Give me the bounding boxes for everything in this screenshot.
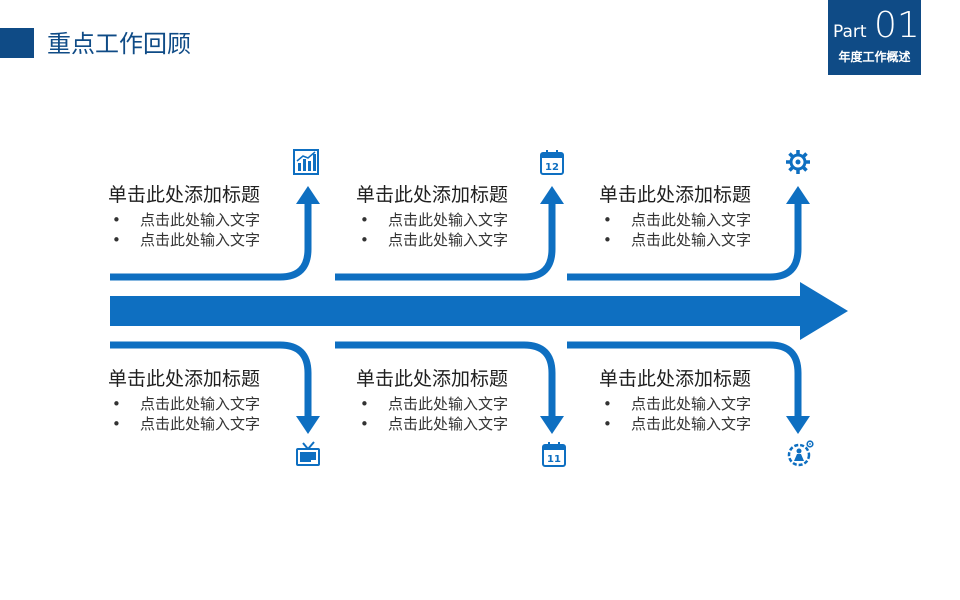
block-title[interactable]: 单击此处添加标题 — [599, 368, 752, 390]
block-title[interactable]: 单击此处添加标题 — [108, 368, 261, 390]
branch-arrow-bottom-2 — [335, 341, 556, 420]
header-accent-bar — [0, 28, 34, 58]
gear-person-icon — [787, 440, 814, 467]
bullet-list: 点击此处输入文字 点击此处输入文字 — [356, 394, 556, 434]
part-label: Part — [833, 22, 867, 42]
branch-arrow-bottom-3 — [567, 341, 802, 420]
bullet-item[interactable]: 点击此处输入文字 — [356, 414, 556, 434]
block-title[interactable]: 单击此处添加标题 — [356, 184, 509, 206]
bar-chart-icon — [293, 149, 319, 175]
bullet-item[interactable]: 点击此处输入文字 — [356, 210, 556, 230]
text-block-top-3: 单击此处添加标题 点击此处输入文字 点击此处输入文字 — [599, 182, 799, 250]
bullet-item[interactable]: 点击此处输入文字 — [356, 230, 556, 250]
calendar-day-label: 11 — [547, 454, 561, 465]
part-badge: Part 01 年度工作概述 — [828, 0, 921, 75]
bullet-item[interactable]: 点击此处输入文字 — [108, 210, 308, 230]
bullet-item[interactable]: 点击此处输入文字 — [599, 210, 799, 230]
bullet-item[interactable]: 点击此处输入文字 — [599, 414, 799, 434]
bullet-item[interactable]: 点击此处输入文字 — [108, 394, 308, 414]
text-block-top-2: 单击此处添加标题 点击此处输入文字 点击此处输入文字 — [356, 182, 556, 250]
calendar-icon: 11 — [542, 442, 566, 467]
bullet-list: 点击此处输入文字 点击此处输入文字 — [599, 210, 799, 250]
text-block-bottom-3: 单击此处添加标题 点击此处输入文字 点击此处输入文字 — [599, 366, 799, 434]
tv-icon — [296, 441, 320, 466]
bullet-item[interactable]: 点击此处输入文字 — [108, 414, 308, 434]
bullet-item[interactable]: 点击此处输入文字 — [356, 394, 556, 414]
text-block-bottom-2: 单击此处添加标题 点击此处输入文字 点击此处输入文字 — [356, 366, 556, 434]
bullet-list: 点击此处输入文字 点击此处输入文字 — [108, 210, 308, 250]
text-block-top-1: 单击此处添加标题 点击此处输入文字 点击此处输入文字 — [108, 182, 308, 250]
page-title: 重点工作回顾 — [47, 30, 191, 58]
block-title[interactable]: 单击此处添加标题 — [108, 184, 261, 206]
bullet-item[interactable]: 点击此处输入文字 — [599, 230, 799, 250]
arrowhead-top-3 — [786, 186, 810, 204]
block-title[interactable]: 单击此处添加标题 — [356, 368, 509, 390]
calendar-day-label: 12 — [545, 162, 559, 173]
bullet-list: 点击此处输入文字 点击此处输入文字 — [356, 210, 556, 250]
arrowhead-top-1 — [296, 186, 320, 204]
main-arrow — [110, 282, 848, 340]
block-title[interactable]: 单击此处添加标题 — [599, 184, 752, 206]
arrowhead-top-2 — [540, 186, 564, 204]
bullet-item[interactable]: 点击此处输入文字 — [599, 394, 799, 414]
bullet-list: 点击此处输入文字 点击此处输入文字 — [599, 394, 799, 434]
gear-icon — [786, 150, 810, 174]
part-subtitle: 年度工作概述 — [838, 50, 911, 64]
calendar-icon: 12 — [540, 150, 564, 175]
part-number: 01 — [874, 5, 920, 46]
bullet-item[interactable]: 点击此处输入文字 — [108, 230, 308, 250]
text-block-bottom-1: 单击此处添加标题 点击此处输入文字 点击此处输入文字 — [108, 366, 308, 434]
bullet-list: 点击此处输入文字 点击此处输入文字 — [108, 394, 308, 434]
branch-arrow-bottom-1 — [110, 341, 312, 420]
